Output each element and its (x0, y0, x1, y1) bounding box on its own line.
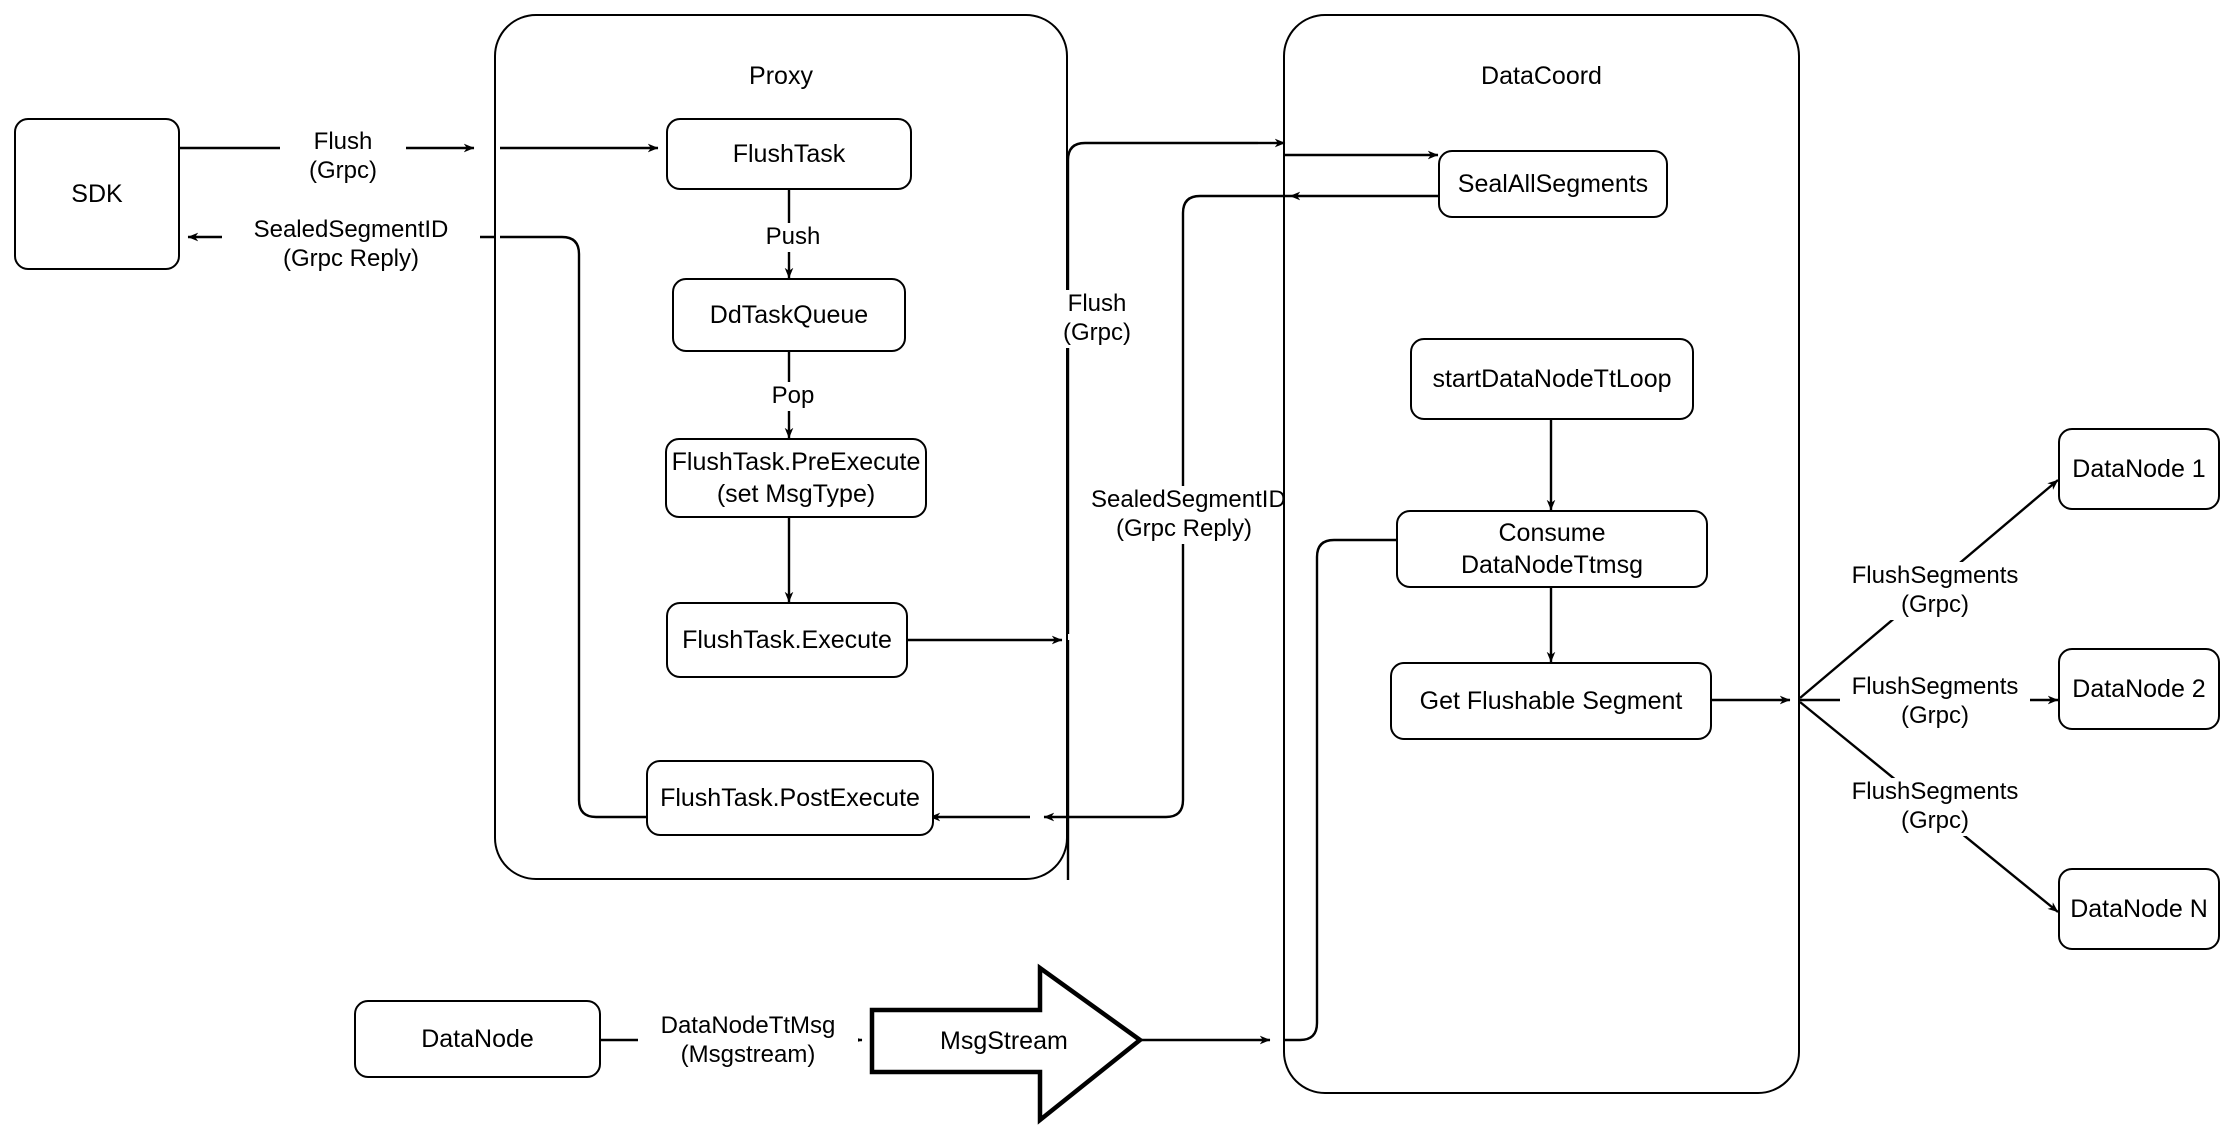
label-flushsegments-2: FlushSegments (Grpc) (1840, 673, 2030, 731)
proxy-container-title: Proxy (749, 62, 813, 90)
datacoord-container-title: DataCoord (1481, 62, 1602, 90)
node-flushtask-postexecute[interactable]: FlushTask.PostExecute (646, 760, 934, 836)
label-push: Push (748, 223, 838, 252)
label-sealedsegmentid-to-sdk: SealedSegmentID (Grpc Reply) (222, 216, 480, 274)
node-datanode-n[interactable]: DataNode N (2058, 868, 2220, 950)
label-datanode-ttmsg: DataNodeTtMsg (Msgstream) (638, 1012, 858, 1070)
node-datanode-bottom[interactable]: DataNode (354, 1000, 601, 1078)
node-consume-datanode-ttmsg[interactable]: Consume DataNodeTtmsg (1396, 510, 1708, 588)
label-flushsegments-1: FlushSegments (Grpc) (1840, 562, 2030, 620)
label-pop: Pop (752, 382, 834, 411)
node-flushtask-preexecute[interactable]: FlushTask.PreExecute (set MsgType) (665, 438, 927, 518)
label-flushsegments-n: FlushSegments (Grpc) (1840, 778, 2030, 836)
node-datanode-1[interactable]: DataNode 1 (2058, 428, 2220, 510)
node-start-datanode-ttloop[interactable]: startDataNodeTtLoop (1410, 338, 1694, 420)
node-datanode-2[interactable]: DataNode 2 (2058, 648, 2220, 730)
node-flushtask[interactable]: FlushTask (666, 118, 912, 190)
node-ddtaskqueue[interactable]: DdTaskQueue (672, 278, 906, 352)
msgstream-label: MsgStream (940, 1027, 1068, 1055)
node-sealallsegments[interactable]: SealAllSegments (1438, 150, 1668, 218)
node-sdk[interactable]: SDK (14, 118, 180, 270)
label-sealedsegmentid-to-proxy: SealedSegmentID (Grpc Reply) (1088, 486, 1286, 544)
node-get-flushable-segment[interactable]: Get Flushable Segment (1390, 662, 1712, 740)
label-flush-sdk-to-proxy: Flush (Grpc) (280, 128, 406, 186)
label-flush-proxy-to-datacoord: Flush (Grpc) (1042, 290, 1152, 348)
wire-flush-riser (1066, 141, 1258, 634)
node-flushtask-execute[interactable]: FlushTask.Execute (666, 602, 908, 678)
